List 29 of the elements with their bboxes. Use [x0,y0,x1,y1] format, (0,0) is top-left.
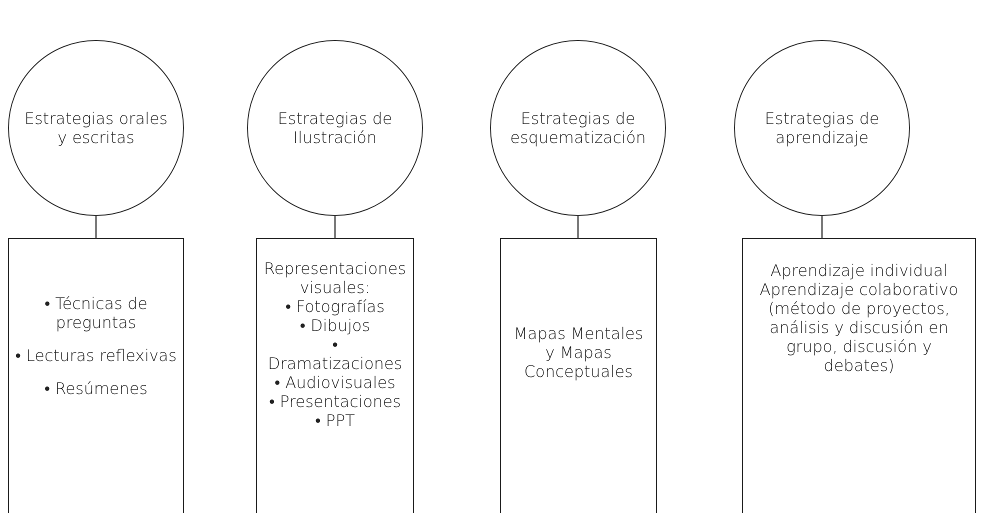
content-text: • Fotografías [285,297,385,316]
content-text: • Lecturas reflexivas [15,346,177,365]
category-circle [490,40,666,216]
category-title: Estrategias de esquematización [509,109,647,147]
content-box [8,238,184,513]
connector-line [334,216,336,238]
category-circle [734,40,910,216]
content-text: • Audiovisuales [274,373,396,392]
content-text: • Resúmenes [44,379,148,398]
content-text: Representaciones visuales: [263,259,407,297]
content-text: • PPT [315,411,355,430]
category-circle [8,40,184,216]
content-text: Aprendizaje colaborativo (método de proyectos, análisis y discusión en grupo, discusión y debates) [758,280,960,375]
content-text: • Dibujos [300,316,370,335]
connector-line [821,216,823,238]
content-text: • Técnicas de preguntas [44,294,148,332]
category-title: Estrategias de Ilustración [276,109,394,147]
connector-line [95,216,97,238]
content-text: • Presentaciones [269,392,401,411]
content-box [256,238,414,513]
category-title: Estrategias de aprendizaje [764,109,880,147]
category-title: Estrategias orales y escritas [23,109,169,147]
connector-line [577,216,579,238]
content-text: Aprendizaje individual [770,261,948,280]
content-text: Mapas Mentales y Mapas Conceptuales [512,324,644,381]
category-circle [247,40,423,216]
content-text: • Dramatizaciones [266,335,404,373]
content-box [742,238,976,513]
content-box [500,238,657,513]
